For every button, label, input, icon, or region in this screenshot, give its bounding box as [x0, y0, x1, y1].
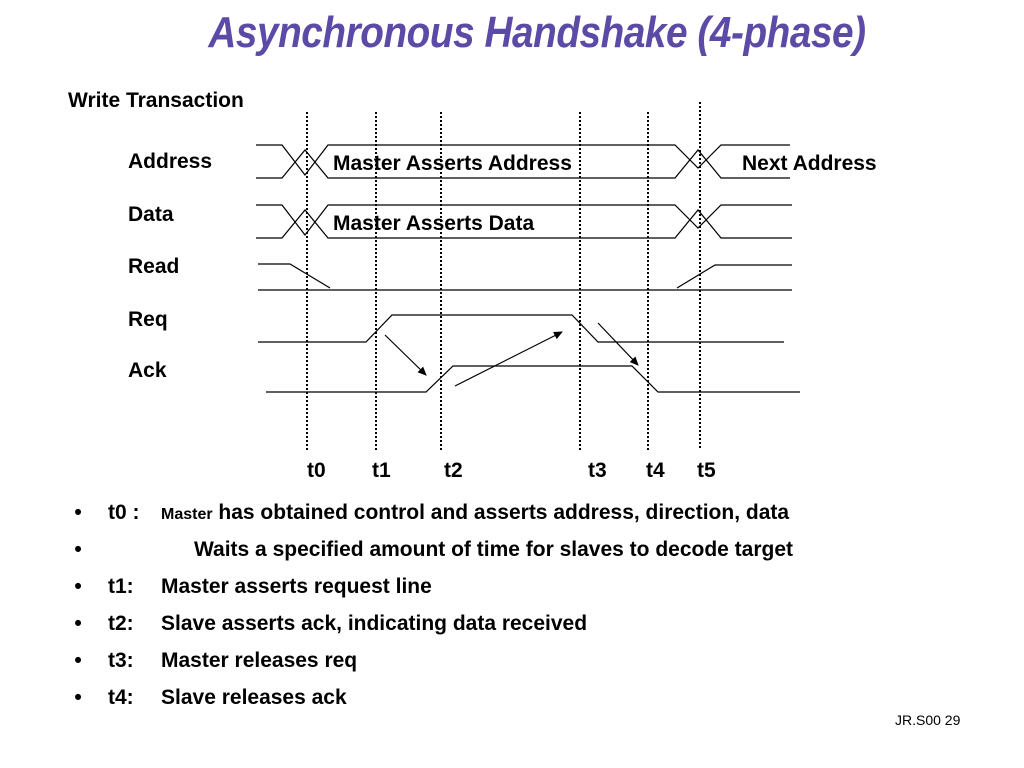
- time-step-label: t4:: [108, 686, 134, 709]
- bullet-dot: •: [74, 538, 82, 561]
- bullet-text: has obtained control and asserts address…: [212, 501, 790, 524]
- slide-footer: JR.S00 29: [895, 712, 961, 728]
- bullet-text: Master asserts request line: [161, 575, 432, 598]
- list-item: • t0 : Master has obtained control and ass…: [72, 494, 793, 531]
- bullet-actor: Master: [161, 506, 213, 523]
- time-label-t0: t0: [307, 459, 326, 482]
- signal-label-address: Address: [128, 150, 213, 173]
- time-label-t3: t3: [588, 459, 607, 482]
- address-waveform-bottom: [256, 149, 790, 179]
- bullet-dot: •: [74, 575, 82, 598]
- req-waveform: [258, 314, 784, 343]
- arrow-req-to-ack: [384, 334, 427, 376]
- diagram-subtitle: Write Transaction: [68, 89, 244, 112]
- bullet-text: Waits a specified amount of time for sla…: [194, 538, 794, 561]
- time-label-t2: t2: [444, 459, 463, 482]
- read-waveform-rise: [676, 264, 792, 289]
- arrow-req-release-to-ack-release: [597, 322, 639, 366]
- annotation-next-address: Next Address: [742, 152, 877, 175]
- time-step-label: t1:: [108, 575, 134, 598]
- bullet-text: Slave asserts ack, indicating data recei…: [161, 612, 588, 635]
- data-waveform-top: [256, 204, 792, 236]
- time-label-t1: t1: [372, 459, 391, 482]
- arrow-ack-to-req-release: [454, 331, 563, 387]
- time-markers: [306, 102, 701, 450]
- read-waveform-high: [258, 263, 331, 289]
- data-waveform-bottom: [256, 209, 792, 239]
- bullet-text: Slave releases ack: [161, 686, 347, 709]
- time-step-label: t0 :: [108, 501, 140, 524]
- time-label-t5: t5: [697, 459, 716, 482]
- list-item: • t1: Master asserts request line: [72, 568, 793, 605]
- time-step-label: t3:: [108, 649, 134, 672]
- signal-label-ack: Ack: [128, 359, 167, 382]
- explanation-list: • t0 : Master has obtained control and ass…: [72, 494, 793, 716]
- slide-title: Asynchronous Handshake (4-phase): [208, 8, 866, 57]
- ack-waveform: [266, 365, 800, 393]
- signal-label-data: Data: [128, 203, 174, 226]
- bullet-dot: •: [74, 612, 82, 635]
- list-item: • t4: Slave releases ack: [72, 679, 793, 716]
- list-item: • t2: Slave asserts ack, indicating data r…: [72, 605, 793, 642]
- annotation-master-asserts-address: Master Asserts Address: [333, 152, 572, 175]
- bullet-dot: •: [74, 686, 82, 709]
- bullet-dot: •: [74, 501, 82, 524]
- bullet-text: Master releases req: [161, 649, 358, 672]
- bullet-dot: •: [74, 649, 82, 672]
- signal-label-read: Read: [128, 255, 180, 278]
- time-step-label: t2:: [108, 612, 134, 635]
- list-item: • t3: Master releases req: [72, 642, 793, 679]
- annotation-master-asserts-data: Master Asserts Data: [333, 212, 534, 235]
- list-item: • Waits a specified amount of time for sl…: [72, 531, 793, 568]
- address-waveform-top: [256, 144, 790, 176]
- time-label-t4: t4: [646, 459, 665, 482]
- signal-label-req: Req: [128, 308, 168, 331]
